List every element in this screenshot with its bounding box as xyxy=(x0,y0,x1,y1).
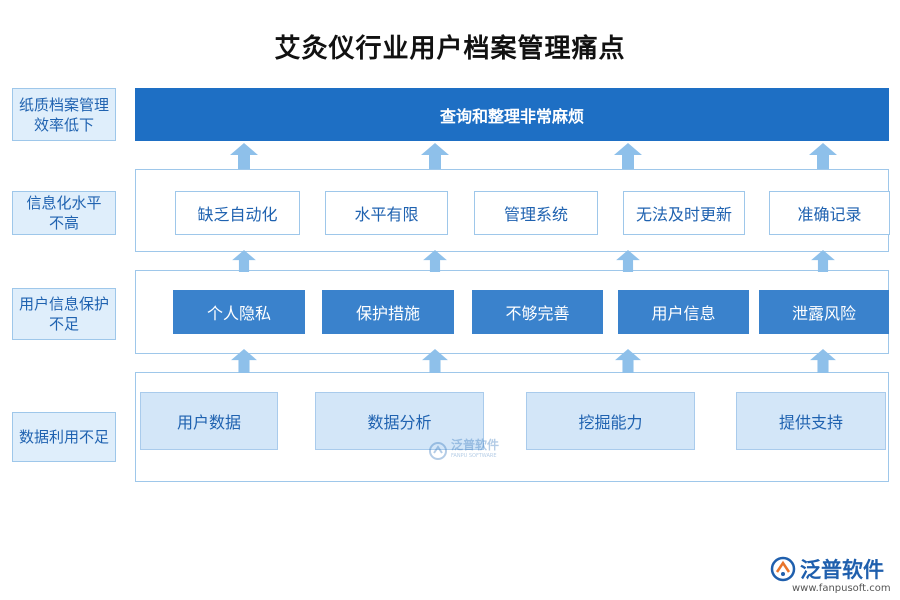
up-arrow-icon xyxy=(421,250,449,276)
page-title: 艾灸仪行业用户档案管理痛点 xyxy=(274,34,626,64)
side-label-protection: 用户信息保护 不足 xyxy=(12,288,116,340)
row3-box: 个人隐私 xyxy=(173,290,305,334)
brand-name: 泛普软件 xyxy=(800,558,884,582)
row3-box: 保护措施 xyxy=(322,290,454,334)
brand-url: www.fanpusoft.com xyxy=(792,583,891,594)
up-arrow-icon xyxy=(614,349,642,375)
up-arrow-icon xyxy=(614,250,642,276)
side-label-informatization: 信息化水平 不高 xyxy=(12,191,116,235)
side-label-data-usage: 数据利用不足 xyxy=(12,412,116,462)
up-arrow-icon xyxy=(230,143,258,169)
brand-logo-icon xyxy=(770,556,796,582)
up-arrow-icon xyxy=(230,349,258,375)
row4-box: 数据分析 xyxy=(315,392,484,450)
up-arrow-icon xyxy=(421,143,449,169)
up-arrow-icon xyxy=(809,250,837,276)
row2-box: 准确记录 xyxy=(769,191,890,235)
up-arrow-icon xyxy=(614,143,642,169)
up-arrow-icon xyxy=(809,349,837,375)
row3-box: 不够完善 xyxy=(472,290,603,334)
row4-box: 挖掘能力 xyxy=(526,392,695,450)
row3-box: 用户信息 xyxy=(618,290,749,334)
row2-box: 无法及时更新 xyxy=(623,191,745,235)
watermark: 泛普软件 FANPU SOFTWARE xyxy=(428,438,500,462)
row3-box: 泄露风险 xyxy=(759,290,889,334)
up-arrow-icon xyxy=(230,250,258,276)
brand-logo: 泛普软件 xyxy=(770,554,894,584)
side-label-paper: 纸质档案管理 效率低下 xyxy=(12,88,116,141)
row2-box: 缺乏自动化 xyxy=(175,191,300,235)
watermark-logo-icon xyxy=(429,442,447,460)
watermark-sub: FANPU SOFTWARE xyxy=(451,453,497,459)
watermark-name: 泛普软件 xyxy=(451,438,500,452)
row4-box: 用户数据 xyxy=(140,392,278,450)
row2-box: 水平有限 xyxy=(325,191,448,235)
up-arrow-icon xyxy=(809,143,837,169)
up-arrow-icon xyxy=(421,349,449,375)
row2-box: 管理系统 xyxy=(474,191,598,235)
row4-box: 提供支持 xyxy=(736,392,886,450)
top-bar: 查询和整理非常麻烦 xyxy=(135,88,889,141)
